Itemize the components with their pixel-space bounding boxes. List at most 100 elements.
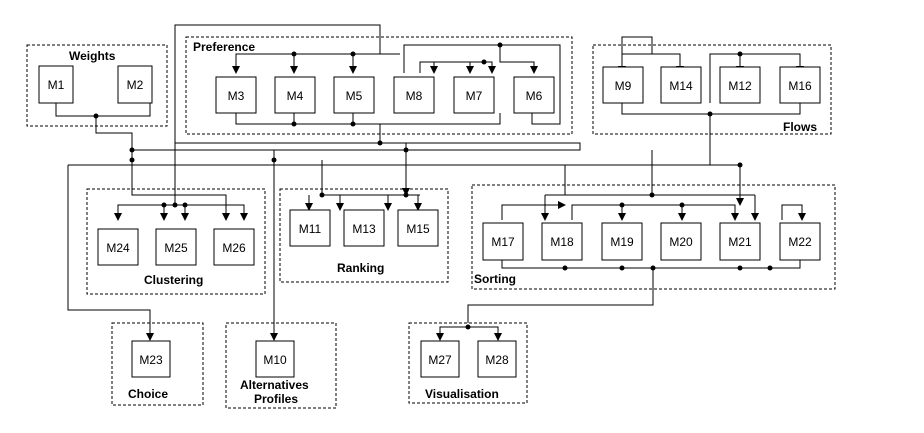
m8-m7-bridge [419, 61, 484, 73]
module-m17-label: M17 [491, 235, 515, 249]
junction-dot [129, 147, 135, 153]
module-m23-label: M23 [139, 353, 163, 367]
module-m13-label: M13 [352, 222, 376, 236]
module-m11-box [289, 209, 331, 247]
preference-top-bus [235, 53, 400, 73]
junction-dot [172, 202, 178, 208]
module-m5-box [333, 76, 375, 114]
module-m9-box [602, 66, 644, 104]
junction-dot [737, 265, 743, 271]
module-m22-box [779, 222, 821, 261]
module-m16-label: M16 [788, 79, 812, 93]
module-m17-box [482, 222, 524, 261]
module-m5-label: M5 [346, 89, 363, 103]
junction-dot [497, 42, 503, 48]
module-m1-box [38, 65, 74, 104]
choice-group-title: Choice [128, 387, 168, 401]
module-m20-box [660, 222, 702, 261]
module-m6-label: M6 [526, 89, 543, 103]
to-choice [67, 165, 154, 341]
junction-dot [319, 192, 325, 198]
module-m22-label: M22 [788, 235, 812, 249]
module-m21-label: M21 [728, 235, 752, 249]
alternatives-profiles-group [225, 322, 337, 409]
alternatives-profiles-title-line2: Profiles [254, 392, 298, 406]
sorting-group [471, 184, 836, 290]
preference-to-left [132, 142, 581, 151]
module-m1-label: M1 [48, 78, 65, 92]
module-m15-label: M15 [406, 222, 430, 236]
junction-dot [619, 202, 625, 208]
junction-dot [291, 121, 297, 127]
connections [55, 24, 806, 341]
module-m28-box [477, 340, 517, 378]
weights-to-m26 [95, 116, 230, 221]
module-m2-label: M2 [127, 78, 144, 92]
module-m3-label: M3 [228, 89, 245, 103]
junction-dot [161, 202, 167, 208]
module-m21-box [719, 222, 761, 261]
module-m7-label: M7 [466, 89, 483, 103]
sorting-to-vis [467, 268, 654, 323]
junction-dot [271, 157, 277, 163]
weights-collector [55, 103, 151, 117]
junction-dot [182, 202, 188, 208]
junction-dot [350, 51, 356, 57]
module-m28-label: M28 [485, 353, 509, 367]
preference-bottom-bus [235, 113, 501, 125]
module-m11-label: M11 [299, 222, 322, 236]
module-m10-box [255, 340, 295, 378]
module-m4-label: M4 [287, 89, 304, 103]
module-m26-box [213, 228, 255, 266]
module-m24-box [97, 228, 139, 266]
module-m7-box [453, 76, 495, 114]
module-m12-box [719, 66, 761, 104]
bus-to-m22 [781, 204, 806, 221]
flows-group [592, 44, 832, 135]
ranking-group-title: Ranking [337, 261, 384, 275]
module-m10-label: M10 [263, 353, 287, 367]
module-m12-label: M12 [728, 79, 752, 93]
module-m18-box [541, 222, 583, 261]
module-m26-label: M26 [222, 241, 246, 255]
choice-group [111, 322, 204, 406]
module-m19-box [601, 222, 643, 261]
module-m4-box [274, 76, 316, 114]
clustering-group [86, 188, 266, 295]
module-m6-box [513, 76, 555, 114]
sorting-group-title: Sorting [474, 272, 516, 286]
module-m3-box [215, 76, 257, 114]
module-m2-box [117, 65, 153, 104]
junction-dot [465, 324, 471, 330]
junction-dot [737, 162, 743, 168]
junction-dot [679, 202, 685, 208]
junction-dot [350, 121, 356, 127]
module-m16-box [779, 66, 821, 104]
module-m15-box [397, 209, 439, 247]
sorting-mid-bus [571, 204, 739, 221]
module-boxes: M1 M2 M3 M4 M5 M8 M7 M6 M9 M14 M12 M16 M… [38, 65, 821, 378]
junction-dot [649, 192, 655, 198]
module-m8-label: M8 [406, 89, 423, 103]
ranking-group [279, 188, 449, 283]
junction-dots [93, 42, 773, 330]
preference-group [185, 36, 573, 135]
flows-to-sorting [564, 114, 711, 195]
module-m23-box [131, 340, 171, 378]
visualisation-group [408, 322, 528, 404]
module-m25-label: M25 [164, 241, 188, 255]
junction-dot [650, 265, 656, 271]
junction-dot [291, 51, 297, 57]
module-m14-box [660, 66, 702, 104]
m8-m6-link [403, 44, 561, 125]
preference-group-title: Preference [193, 40, 255, 54]
junction-dot [129, 157, 135, 163]
junction-dot [403, 147, 409, 153]
module-m14-label: M14 [669, 79, 693, 93]
module-m27-box [420, 340, 460, 378]
flows-to-m16 [709, 53, 804, 103]
visualisation-group-title: Visualisation [425, 387, 499, 401]
module-m24-label: M24 [106, 241, 130, 255]
module-m13-box [343, 209, 385, 247]
